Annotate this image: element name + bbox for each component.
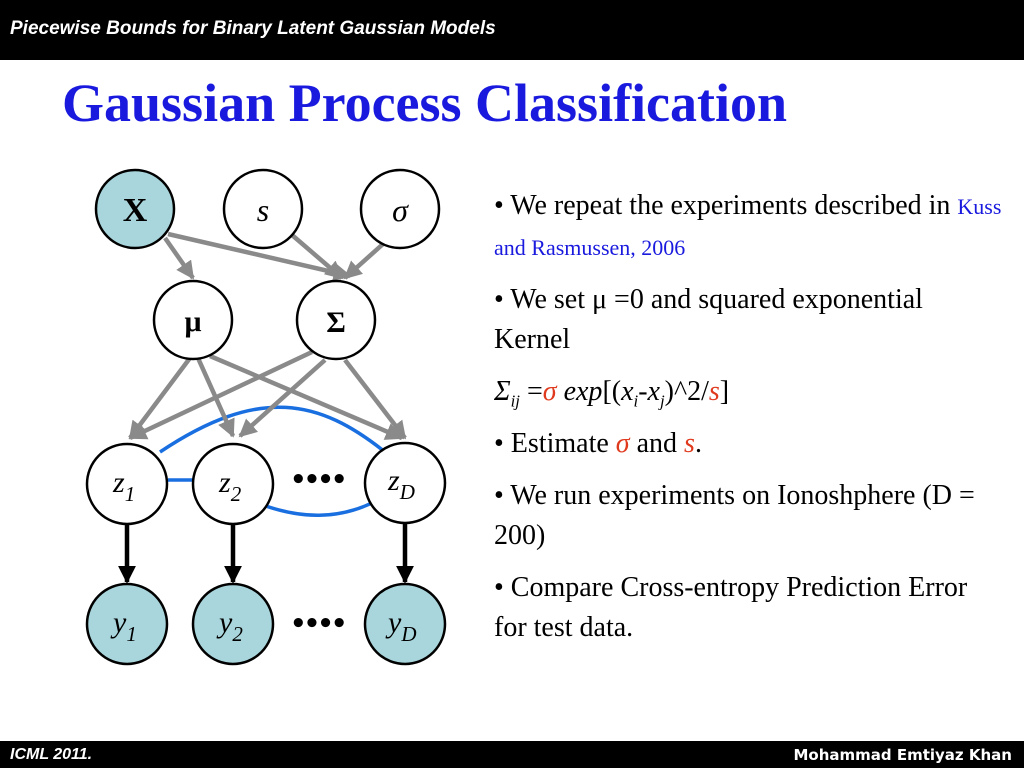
svg-text:zD: zD — [387, 464, 415, 504]
node-y1-sub: 1 — [126, 622, 137, 646]
node-sigma: σ — [359, 168, 441, 250]
footer-bar: ICML 2011. Mohammad Emtiyaz Khan — [0, 741, 1024, 768]
node-z1-label: z — [112, 466, 125, 499]
z-ellipsis: •••• — [290, 465, 344, 495]
bullet-run-experiments: • We run experiments on Ionoshphere (D =… — [494, 480, 975, 551]
arrow-Sigma-z2 — [238, 358, 327, 438]
kernel-equation: Σij =σ exp[(xi-xj)^2/s] — [494, 376, 730, 411]
node-x: X — [94, 168, 176, 250]
conference-label: ICML 2011. — [10, 746, 93, 763]
edge-z1-zD-upper — [159, 405, 387, 454]
node-z2-label: z — [218, 466, 231, 499]
node-Sigma-label: Σ — [326, 306, 346, 339]
arrow-mu-zD — [209, 353, 404, 441]
bullet-kernel: • We set μ =0 and squared exponential Ke… — [494, 284, 923, 355]
node-yD: yD — [363, 582, 447, 666]
node-yD-label: y — [385, 606, 402, 639]
bullet-list: • We repeat the experiments described in… — [494, 186, 1004, 660]
node-mu: μ — [152, 279, 234, 361]
latent-correlation-edges — [159, 405, 387, 517]
presentation-title: Piecewise Bounds for Binary Latent Gauss… — [10, 18, 496, 39]
node-y1: y1 — [85, 582, 169, 666]
y-ellipsis: •••• — [290, 609, 344, 639]
node-zD: zD — [363, 441, 447, 525]
arrow-x-mu — [163, 236, 195, 280]
node-zD-label: z — [387, 464, 400, 497]
bullet-1-text: • We repeat the experiments described in — [494, 190, 958, 221]
svg-text:yD: yD — [385, 606, 417, 646]
node-sigma-label: σ — [392, 192, 409, 228]
edge-z2-zD-lower — [254, 498, 379, 517]
node-y1-label: y — [110, 606, 127, 639]
arrow-s-Sigma — [290, 233, 344, 280]
citation-link[interactable]: Kuss and Rasmussen, 2006 — [494, 194, 1002, 260]
node-s-label: s — [257, 192, 269, 228]
likelihood-arrows — [118, 522, 414, 584]
bullet-repeat-experiments: • We repeat the experiments described in… — [494, 186, 1004, 268]
node-y2-label: y — [216, 606, 233, 639]
svg-text:z2: z2 — [218, 466, 242, 506]
arrow-x-Sigma — [167, 231, 352, 282]
svg-text:y1: y1 — [110, 606, 137, 646]
node-Sigma: Σ — [295, 279, 377, 361]
arrow-Sigma-z1 — [128, 349, 313, 441]
prior-arrows — [128, 231, 407, 441]
author-name: Mohammad Emtiyaz Khan — [793, 746, 1012, 764]
node-z1: z1 — [85, 442, 169, 526]
node-s: s — [222, 168, 304, 250]
slide-title: Gaussian Process Classification — [62, 73, 788, 133]
node-z2-sub: 2 — [231, 482, 242, 506]
node-z1-sub: 1 — [125, 482, 136, 506]
bullet-compare-error: • Compare Cross-entropy Prediction Error… — [494, 572, 968, 643]
header-bar: Piecewise Bounds for Binary Latent Gauss… — [0, 0, 1024, 60]
node-mu-label: μ — [184, 305, 201, 338]
node-zD-sub: D — [399, 480, 415, 504]
node-y2-sub: 2 — [232, 622, 243, 646]
node-x-label: X — [123, 192, 148, 229]
node-z2: z2 — [191, 442, 275, 526]
arrow-sigma-Sigma — [343, 242, 385, 280]
node-y2: y2 — [191, 582, 275, 666]
bullet-estimate: • Estimate σ and s. — [494, 428, 702, 459]
svg-text:z1: z1 — [112, 466, 135, 506]
svg-text:y2: y2 — [216, 606, 243, 646]
node-yD-sub: D — [400, 622, 416, 646]
arrow-Sigma-zD — [343, 358, 407, 440]
